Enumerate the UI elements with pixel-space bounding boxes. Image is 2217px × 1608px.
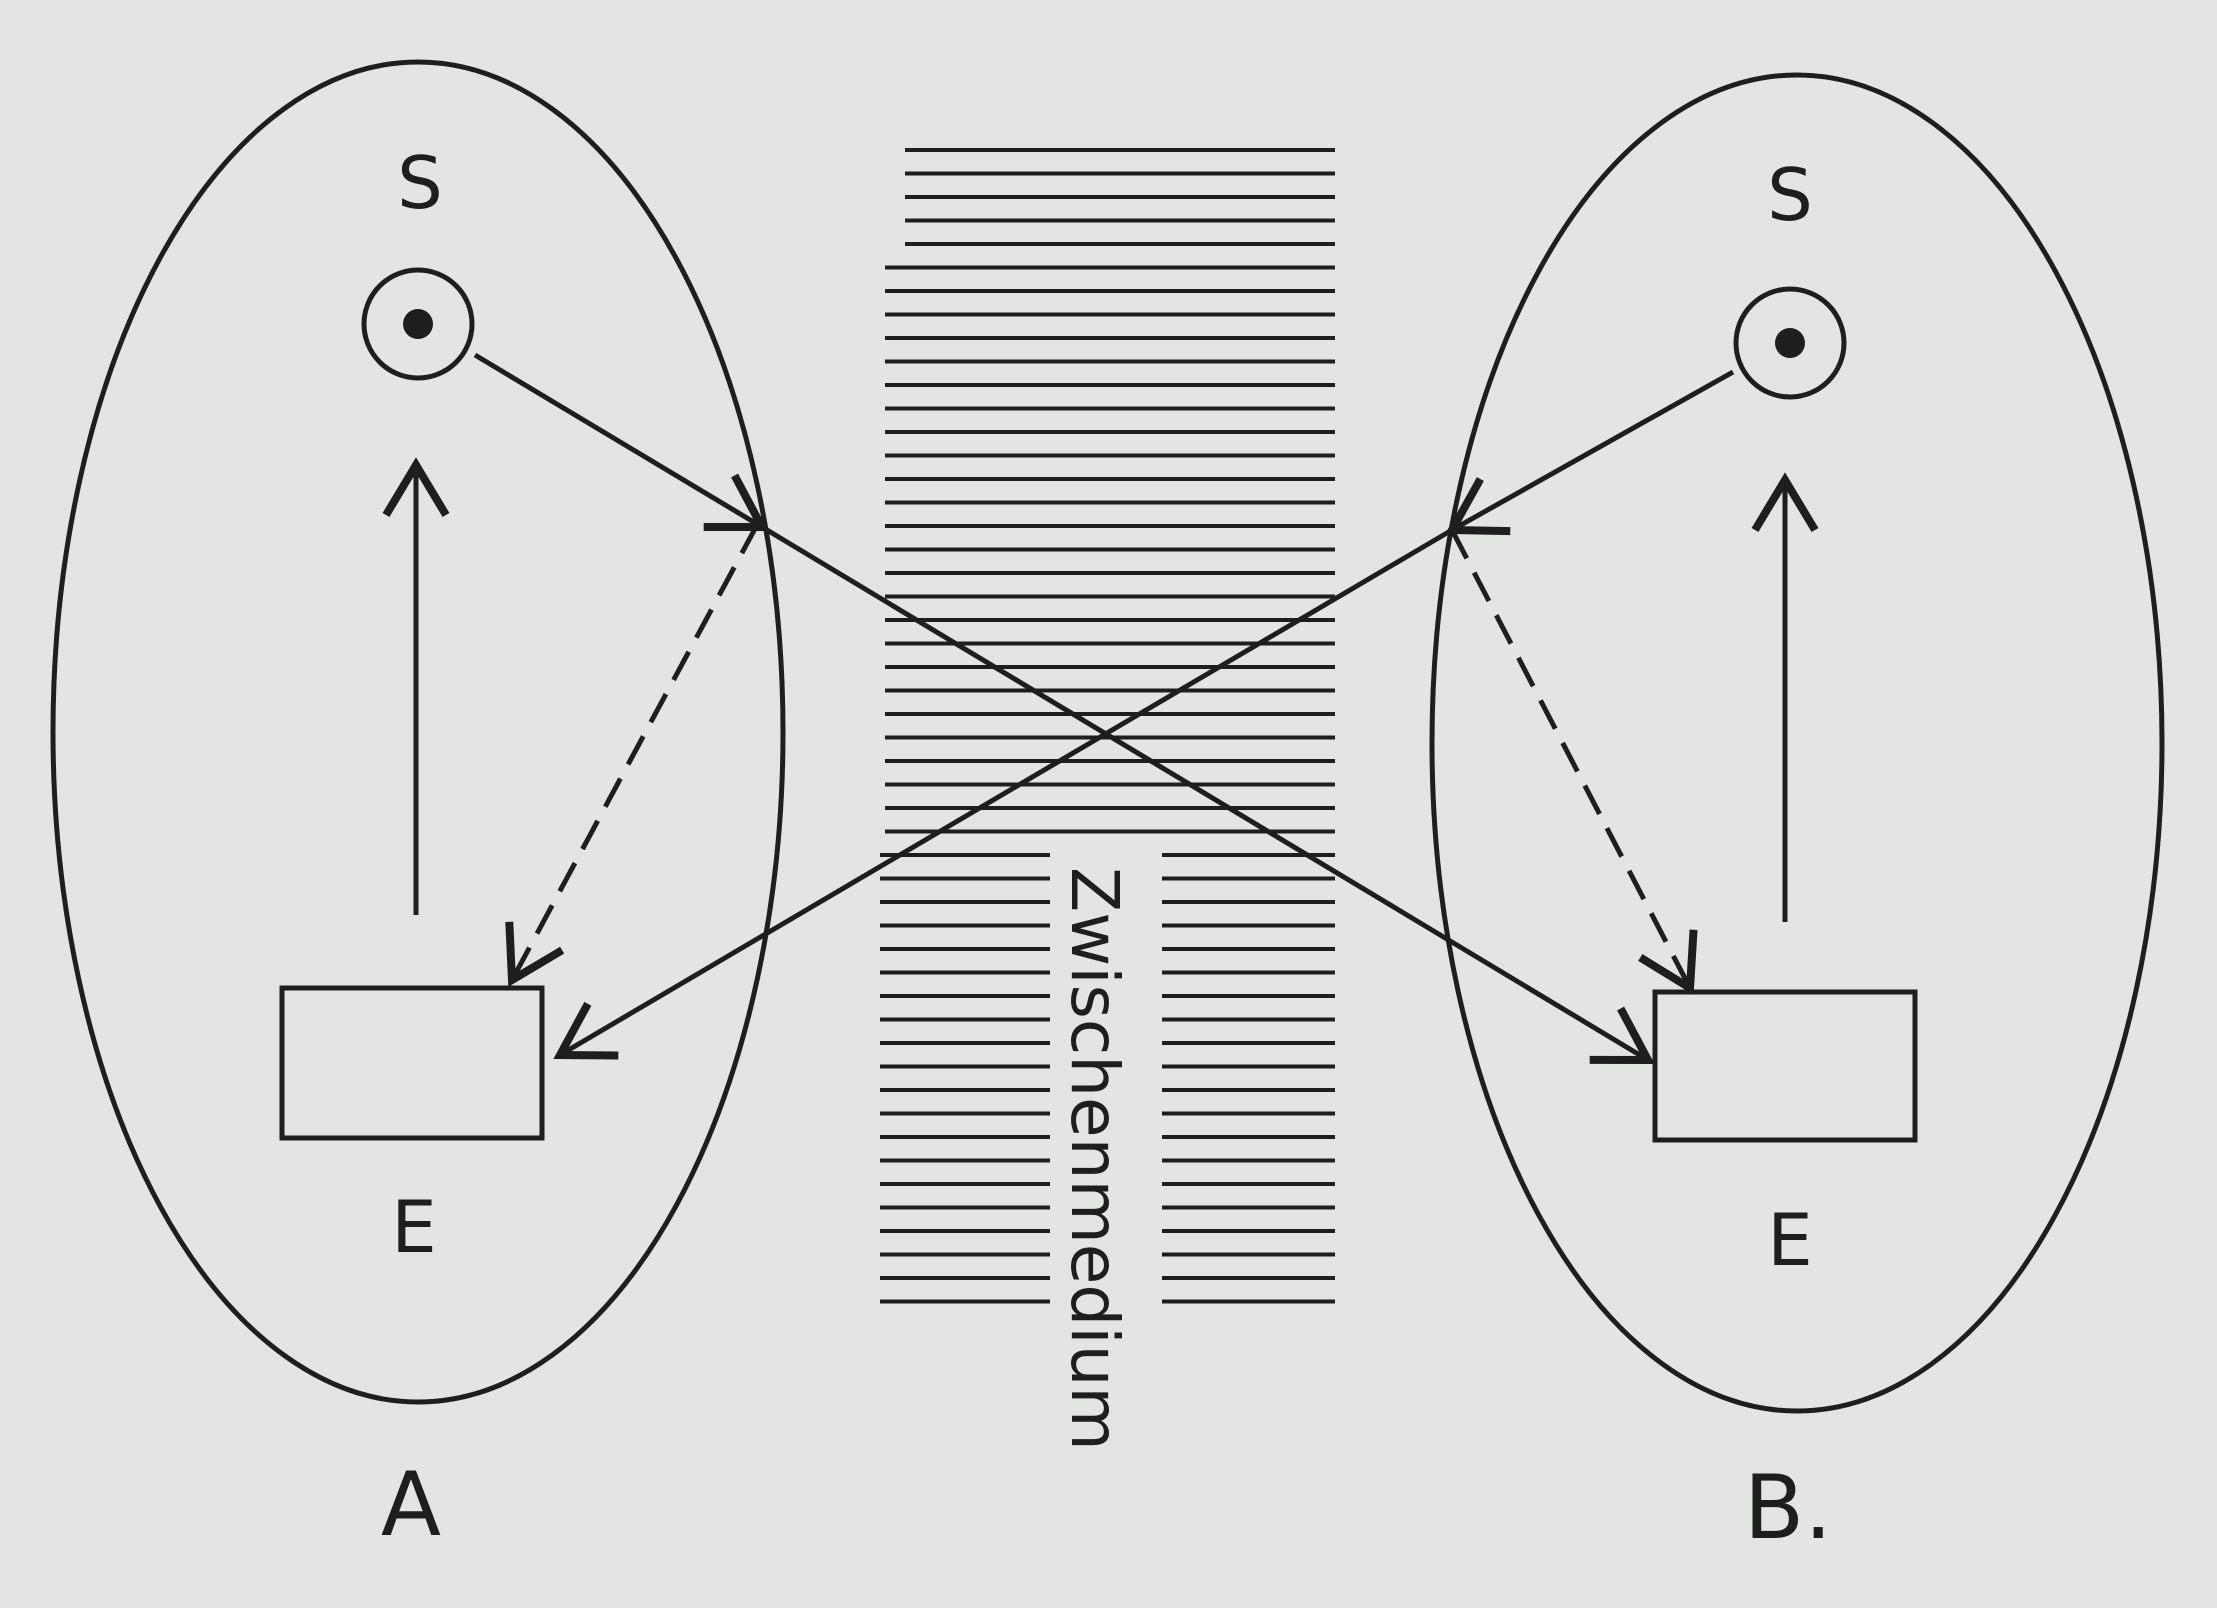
organism-b-receiver-box: [1652, 989, 1918, 1143]
organism-b-receiver-label: E: [1767, 1198, 1813, 1282]
organism-a-receiver-box: [279, 985, 545, 1141]
organism-a-sender-label: S: [397, 141, 443, 225]
organism-b-sender-circle: [1733, 286, 1847, 400]
organism-a-sender-dot: [403, 309, 433, 339]
signal-b-to-a: [553, 369, 1735, 1060]
organism-b-sender-label: S: [1767, 153, 1813, 237]
organism-b-label: B.: [1744, 1456, 1832, 1559]
crossing-signals: [473, 352, 1735, 1065]
organism-b-sender-dot: [1775, 328, 1805, 358]
organism-a-receiver-label: E: [391, 1185, 437, 1269]
organism-a-label: A: [381, 1453, 441, 1556]
organism-b: S E B.: [1429, 72, 2165, 1559]
organism-a-sender-circle: [361, 267, 475, 381]
medium-label: Zwischenmedium: [1056, 867, 1133, 1451]
